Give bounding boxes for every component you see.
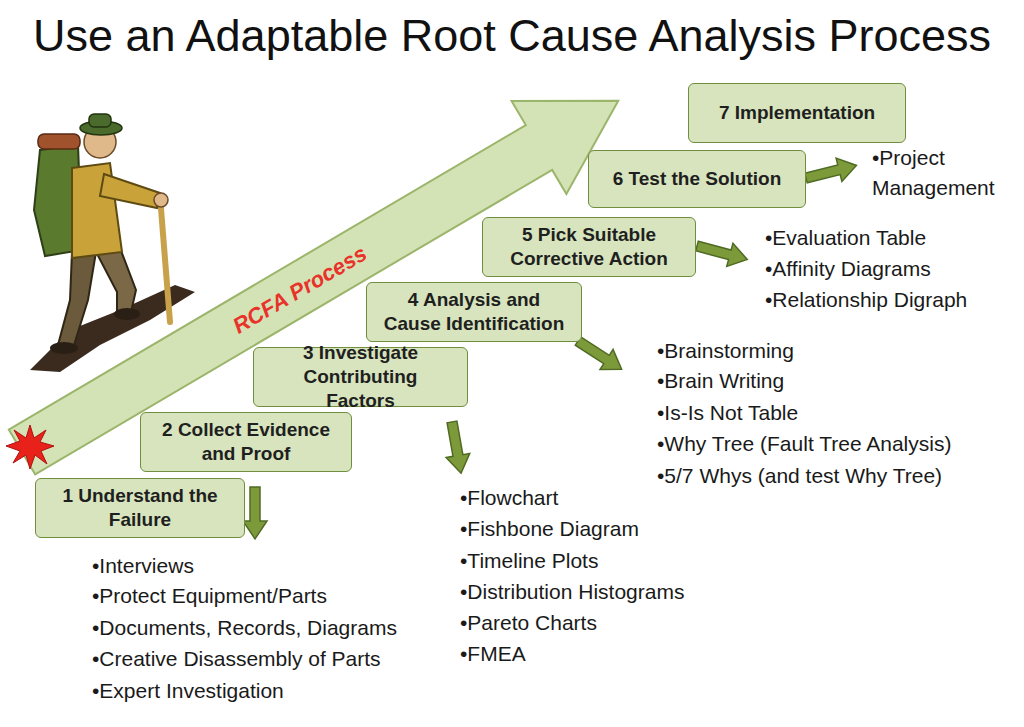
tool-list-item: •Flowchart <box>460 483 760 513</box>
pointer-arrow-shape <box>803 154 859 190</box>
process-step-box: 5 Pick Suitable Corrective Action <box>482 217 696 277</box>
tool-list-item: •Interviews <box>92 551 422 581</box>
process-step-box: 1 Understand the Failure <box>35 478 245 538</box>
pointer-arrow <box>243 487 267 539</box>
pointer-arrow <box>803 154 859 190</box>
step-text-group: 3 Investigate Contributing Factors <box>268 341 453 412</box>
tool-list-item: •Project Management <box>872 143 1022 203</box>
tool-list-item: •5/7 Whys (and test Why Tree) <box>657 461 1017 491</box>
pointer-arrow-shape <box>243 487 267 539</box>
tool-list-item: •Affinity Diagrams <box>765 254 1020 284</box>
hiker-illustration <box>30 114 195 372</box>
tool-list-item: •Evaluation Table <box>765 223 1020 253</box>
hat-crown <box>89 114 111 127</box>
process-step-box: 6 Test the Solution <box>588 150 806 208</box>
tool-list-item: •Brain Writing <box>657 366 1017 396</box>
tool-list-item: •Why Tree (Fault Tree Analysis) <box>657 429 1017 459</box>
step-title: 4 Analysis and Cause Identification <box>381 288 567 336</box>
tool-list-item: •Relationship Digraph <box>765 285 1020 315</box>
step-title: 1 Understand the Failure <box>50 484 230 532</box>
pointer-arrow-shape <box>440 420 473 475</box>
step-text-group: 4 Analysis and Cause Identification <box>381 288 567 336</box>
tool-list-item: •Brainstorming <box>657 336 1017 366</box>
step-title: 5 Pick Suitable Corrective Action <box>497 223 681 271</box>
step-title: 3 Investigate Contributing Factors <box>268 341 453 412</box>
step-text-group: 5 Pick Suitable Corrective Action <box>497 223 681 271</box>
pointer-arrow <box>440 420 473 475</box>
tool-list-item: •Is-Is Not Table <box>657 398 1017 428</box>
boot <box>114 308 140 320</box>
front-leg <box>94 248 136 312</box>
step-title: 7 Implementation <box>719 101 875 125</box>
tool-list-item: •Timeline Plots <box>460 546 760 576</box>
process-step-box: 3 Investigate Contributing Factors <box>253 347 468 407</box>
step-title: 2 Collect Evidence and Proof <box>155 418 337 466</box>
failure-starburst <box>6 425 54 469</box>
tool-list-item: •Protect Equipment/Parts <box>92 581 422 611</box>
tool-list-item: •FMEA <box>460 639 760 669</box>
tool-list-item: •Expert Investigation <box>92 676 422 706</box>
step-text-group: 7 Implementation <box>719 101 875 125</box>
bedroll <box>38 134 80 149</box>
tool-list-item: •Creative Disassembly of Parts <box>92 644 432 674</box>
boot <box>50 342 78 354</box>
pointer-arrow-shape <box>694 234 750 271</box>
walking-stick <box>160 196 170 322</box>
process-step-box: 7 Implementation <box>688 83 906 143</box>
tool-list-item: •Documents, Records, Diagrams <box>92 613 432 643</box>
pointer-arrow <box>694 234 750 271</box>
hand <box>154 193 168 207</box>
diagram-title: Use an Adaptable Root Cause Analysis Pro… <box>0 6 1024 66</box>
step-title: 6 Test the Solution <box>613 167 782 191</box>
step-text-group: 2 Collect Evidence and Proof <box>155 418 337 466</box>
tool-list-item: •Distribution Histograms <box>460 577 760 607</box>
step-text-group: 6 Test the Solution <box>613 167 782 191</box>
tool-list-item: •Pareto Charts <box>460 608 760 638</box>
process-step-box: 2 Collect Evidence and Proof <box>140 412 352 472</box>
back-leg <box>58 252 96 345</box>
tool-list-item: •Fishbone Diagram <box>460 514 760 544</box>
step-text-group: 1 Understand the Failure <box>50 484 230 532</box>
arm <box>100 174 160 208</box>
process-step-box: 4 Analysis and Cause Identification <box>366 282 582 342</box>
